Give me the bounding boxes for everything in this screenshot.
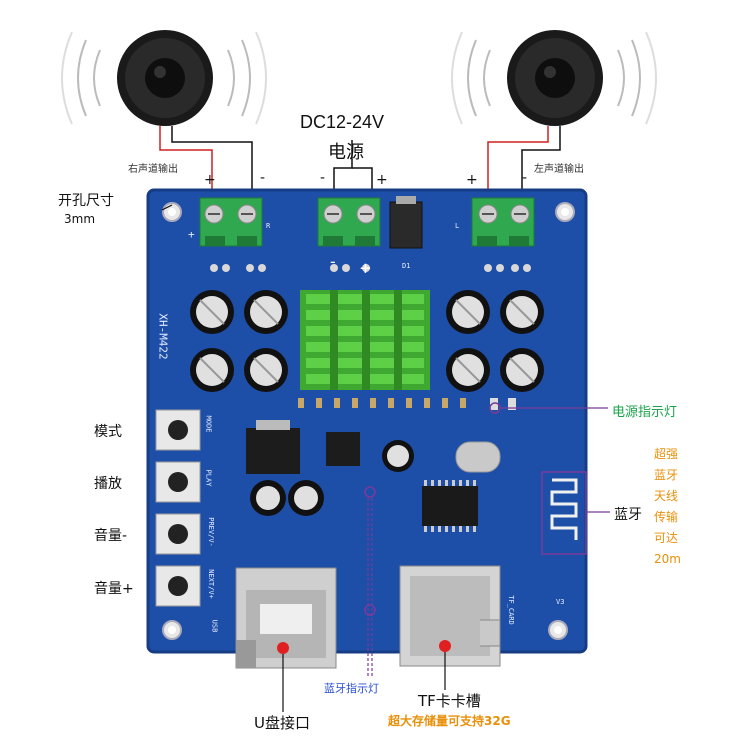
right-minus-sign: -	[260, 170, 266, 186]
tf-slot-label: TF卡卡槽	[418, 692, 481, 710]
silk-plus-left: +	[188, 228, 195, 241]
main-ic	[422, 480, 478, 532]
power-minus-sign: -	[320, 170, 326, 186]
mode-button-label: 模式	[94, 424, 122, 440]
vol-down-button-label: 音量-	[94, 528, 128, 544]
silk-mode: MODE	[204, 415, 213, 433]
power-led-component	[490, 398, 516, 410]
bluetooth-label: 蓝牙	[614, 507, 642, 523]
electrolytic-capacitors	[190, 290, 544, 516]
silk-minus-power: -	[328, 252, 338, 271]
right-plus-sign: +	[204, 172, 216, 188]
left-minus-sign: -	[522, 170, 528, 186]
solder-pads	[210, 264, 531, 272]
power-name-label: 电源	[328, 142, 364, 163]
silk-prev: PREV/V-	[206, 517, 215, 547]
right-output-label: 右声道输出	[128, 164, 178, 175]
silk-l: L	[455, 222, 460, 230]
silk-tf: TF_CARD	[506, 595, 515, 625]
silk-play: PLAY	[204, 469, 213, 487]
silk-version: V3	[556, 598, 565, 606]
silk-next: NEXT/V+	[206, 569, 215, 599]
silk-plus-power: +	[360, 258, 371, 279]
play-button-label: 播放	[94, 476, 122, 492]
antenna-line: 超强	[654, 447, 679, 461]
left-speaker-icon	[117, 30, 213, 126]
voltage-regulator	[246, 420, 360, 474]
hole-size-title: 开孔尺寸	[58, 193, 114, 209]
tactile-buttons	[155, 409, 201, 607]
power-led-label: 电源指示灯	[612, 405, 678, 420]
silk-model: XH-M422	[156, 313, 170, 360]
heatsink	[300, 290, 430, 390]
silk-usb: USB	[210, 619, 219, 633]
tf-capacity-label: 超大存储量可支持32G	[388, 714, 511, 728]
crystal-oscillator	[455, 441, 501, 473]
antenna-line: 传输	[654, 510, 679, 524]
antenna-line: 20m	[654, 552, 681, 566]
callout-markers	[277, 402, 501, 654]
antenna-line: 天线	[654, 489, 679, 503]
hole-size-value: 3mm	[64, 212, 96, 226]
bluetooth-antenna	[541, 471, 587, 555]
antenna-line: 可达	[654, 531, 679, 545]
diode-d1	[389, 196, 423, 249]
silk-d1: D1	[402, 262, 411, 270]
right-speaker-icon	[507, 30, 603, 126]
bt-led-label: 蓝牙指示灯	[324, 682, 379, 695]
silk-r: R	[266, 222, 271, 230]
left-output-label: 左声道输出	[534, 164, 584, 175]
left-plus-sign: +	[466, 172, 478, 188]
left-channel-terminal	[471, 197, 535, 247]
tf-card-slot-component	[399, 565, 501, 667]
antenna-line: 蓝牙	[654, 468, 679, 482]
usb-port-label: U盘接口	[254, 714, 310, 732]
speaker-wires	[159, 126, 561, 205]
right-speaker-sound-waves	[451, 31, 657, 125]
power-terminal	[317, 197, 381, 247]
power-voltage-label: DC12-24V	[300, 112, 385, 132]
power-plus-sign: +	[376, 172, 388, 188]
vol-up-button-label: 音量+	[94, 581, 134, 597]
callout-lines	[161, 204, 610, 712]
antenna-feature-list: 超强 蓝牙 天线 传输 可达 20m	[654, 444, 681, 570]
smd-components	[298, 398, 466, 408]
left-speaker-sound-waves	[61, 31, 267, 125]
mounting-holes	[162, 202, 575, 640]
right-channel-terminal	[199, 197, 263, 247]
